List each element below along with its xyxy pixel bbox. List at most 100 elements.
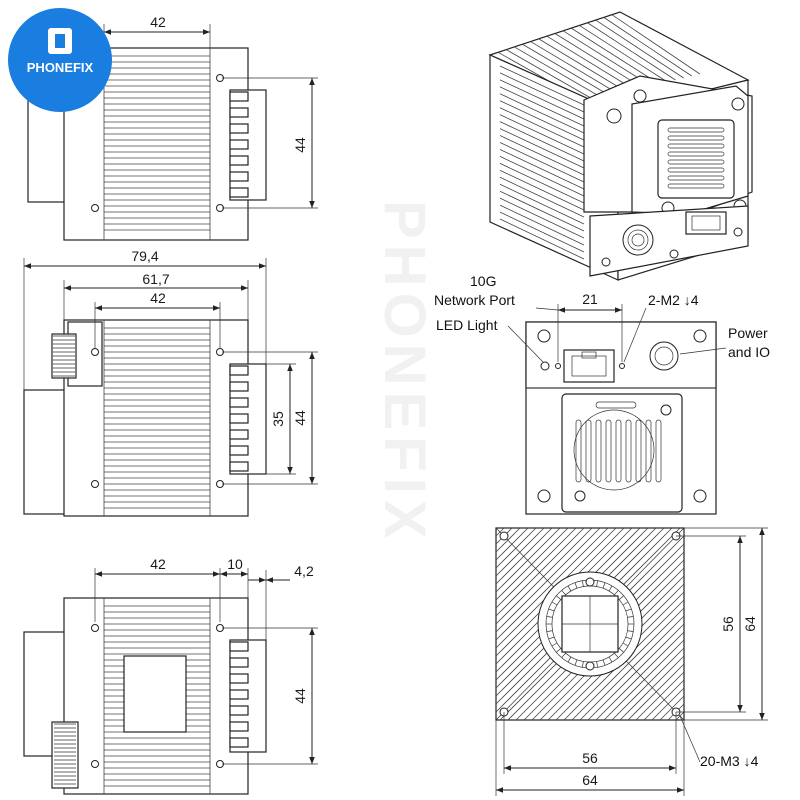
iso-top-fin (562, 30, 652, 87)
lens-mount-tooth (602, 659, 606, 666)
lens-mount-tooth (596, 580, 598, 587)
iso-side-fin (499, 156, 585, 197)
lens-mount-tooth (546, 616, 553, 618)
isometric-view (488, 11, 753, 281)
bottom-view-hole (91, 624, 99, 632)
iso-top-fin (530, 41, 619, 95)
lens-mount-tooth (608, 585, 613, 592)
dim-label: 61,7 (142, 271, 169, 287)
iso-side-fin (499, 114, 585, 155)
iso-side-fin (499, 163, 585, 204)
iso-screw (606, 108, 622, 124)
iso-fan-grille (657, 119, 735, 199)
rear-tab (229, 171, 249, 182)
rear-tab (229, 721, 249, 732)
dim-label: 35 (270, 411, 286, 427)
lens-mount-tooth (556, 595, 562, 600)
rear-tab (229, 445, 249, 456)
lens-mount-tooth (614, 652, 619, 658)
watermark-text: PHONEFIX (372, 200, 437, 545)
bottom-view: 42 10 4,2 44 (23, 556, 318, 795)
iso-side-fin (499, 107, 585, 148)
label-network-line2: Network Port (434, 292, 515, 308)
front-hatch-line (571, 607, 685, 721)
iso-grille-slot (667, 143, 725, 149)
iso-side-fin (499, 204, 585, 246)
front-hatch-line (495, 527, 593, 625)
lens-mount-tooth (567, 585, 572, 592)
rear-tab (229, 139, 249, 150)
side-view-lens-block (23, 389, 69, 515)
iso-grille-slot (667, 159, 725, 165)
iso-top-fin (595, 19, 684, 79)
iso-power-connector (622, 224, 654, 256)
iso-grille-slot (667, 167, 725, 173)
side-view: 79,4 61,7 42 35 44 (23, 248, 318, 517)
top-view-hole (91, 204, 99, 212)
rear-view-network-port (563, 349, 615, 383)
top-view-fins (103, 48, 211, 240)
label-led: LED Light (436, 317, 498, 333)
iso-side-fin (499, 211, 585, 253)
side-view-hole (91, 480, 99, 488)
iso-top-fin (571, 27, 660, 85)
iso-grille-slot (667, 127, 725, 133)
lens-mount-tooth (548, 608, 555, 612)
front-hatch-line (611, 647, 685, 721)
dim-label: 64 (742, 616, 758, 632)
lens-mount-tooth (608, 656, 613, 663)
bottom-view-connector (51, 721, 79, 789)
lens-mount-tooth (627, 616, 634, 618)
rear-tab (229, 187, 249, 198)
label-power-line2: and IO (728, 344, 770, 360)
rear-tab (229, 689, 249, 700)
phonefix-logo: PHONEFIX (8, 8, 112, 112)
watermark: PHONEFIX (372, 200, 437, 545)
iso-top-fin (538, 38, 627, 93)
rear-view-fan-cover (561, 393, 683, 513)
iso-side-fin (499, 169, 585, 211)
label-network-line1: 10G (470, 273, 496, 289)
rear-tab (229, 673, 249, 684)
iso-top-fin (611, 14, 701, 75)
dim-label: 44 (292, 410, 308, 426)
rear-grille-slot (575, 419, 582, 483)
label-power-line1: Power (728, 325, 768, 341)
iso-side-fin (499, 142, 585, 183)
iso-side-fin (499, 121, 585, 162)
iso-top-fin (506, 49, 595, 101)
rear-grille-slot (595, 401, 637, 409)
front-hatch-line (595, 631, 685, 721)
iso-top-fin (587, 22, 676, 81)
rear-tab (229, 737, 249, 748)
front-hatch-line (579, 615, 685, 721)
iso-grille-slot (667, 135, 725, 141)
lens-mount-tooth (551, 601, 558, 606)
iso-side-fin (499, 86, 585, 127)
bottom-view-label-window (123, 655, 187, 733)
rear-tab (229, 381, 249, 392)
rear-tab (229, 365, 249, 376)
iso-side-fin (499, 65, 585, 106)
rear-tab (229, 461, 249, 472)
lens-mount-tooth (625, 608, 632, 612)
lens-mount-tooth (602, 582, 606, 589)
dim-label: 21 (582, 291, 598, 307)
rear-view-led (540, 361, 550, 371)
iso-top-fin (546, 35, 636, 91)
rear-view-io-panel (525, 321, 717, 389)
logo-circle (8, 8, 112, 112)
rear-grille-slot (655, 419, 662, 483)
iso-side-fin (499, 190, 585, 232)
iso-side-fin (499, 135, 585, 176)
iso-side-fin (499, 128, 585, 169)
lens-mount-tooth (548, 636, 555, 640)
rear-grille-slot (625, 419, 632, 483)
iso-grille-slot (667, 151, 725, 157)
front-hatch-line (495, 527, 601, 633)
dim-label: 64 (582, 772, 598, 788)
iso-top-fin (522, 43, 611, 97)
rear-tab (229, 657, 249, 668)
iso-top-fin (554, 33, 644, 89)
label-screw: 2-M2 ↓4 (648, 292, 699, 308)
